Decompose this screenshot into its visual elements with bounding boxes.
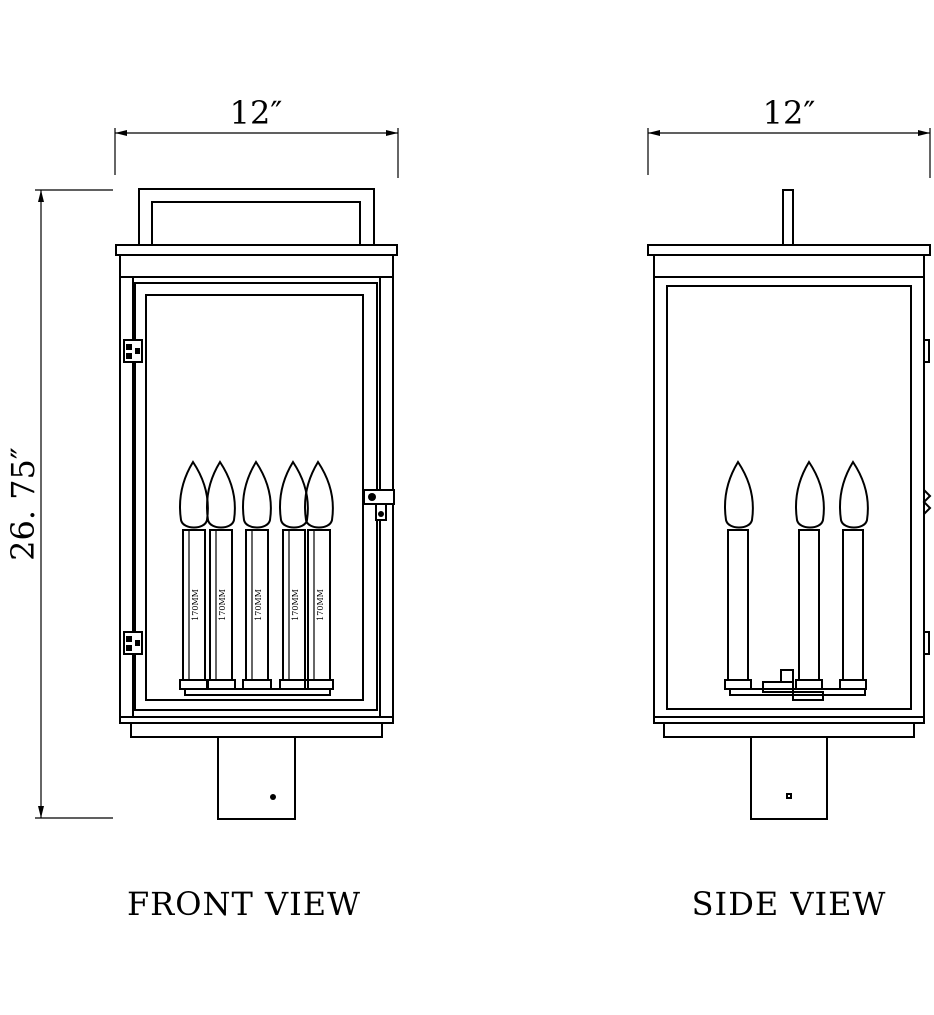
front-view-label: FRONT VIEW	[127, 885, 361, 923]
side-candle-1	[724, 460, 754, 690]
candle-4: 170MM	[279, 460, 309, 690]
hinge-bottom	[123, 631, 143, 655]
candle-3-label: 170MM	[254, 589, 263, 621]
side-view-label: SIDE VIEW	[692, 885, 887, 923]
candle-1-label: 170MM	[191, 589, 200, 621]
door-latch	[363, 489, 395, 521]
side-candle-2	[795, 460, 825, 690]
candle-2: 170MM	[206, 460, 236, 690]
height-label: 26. 75″	[4, 447, 42, 561]
candle-5: 170MM	[304, 460, 334, 690]
side-view-fixture	[647, 189, 932, 820]
candle-5-label: 170MM	[316, 589, 325, 621]
front-width-dimension: 12″	[114, 94, 399, 178]
side-candle-3	[839, 460, 869, 690]
front-view-fixture: 170MM 170MM 170MM 170MM	[115, 188, 398, 820]
candle-2-label: 170MM	[218, 589, 227, 621]
candle-4-label: 170MM	[291, 589, 300, 621]
side-width-dimension: 12″	[647, 94, 931, 178]
front-width-label: 12″	[230, 94, 283, 132]
side-width-label: 12″	[763, 94, 816, 132]
candle-1: 170MM	[179, 460, 209, 690]
hinge-top	[123, 339, 143, 363]
height-dimension: 26. 75″	[4, 189, 113, 819]
candle-3: 170MM	[242, 460, 272, 690]
